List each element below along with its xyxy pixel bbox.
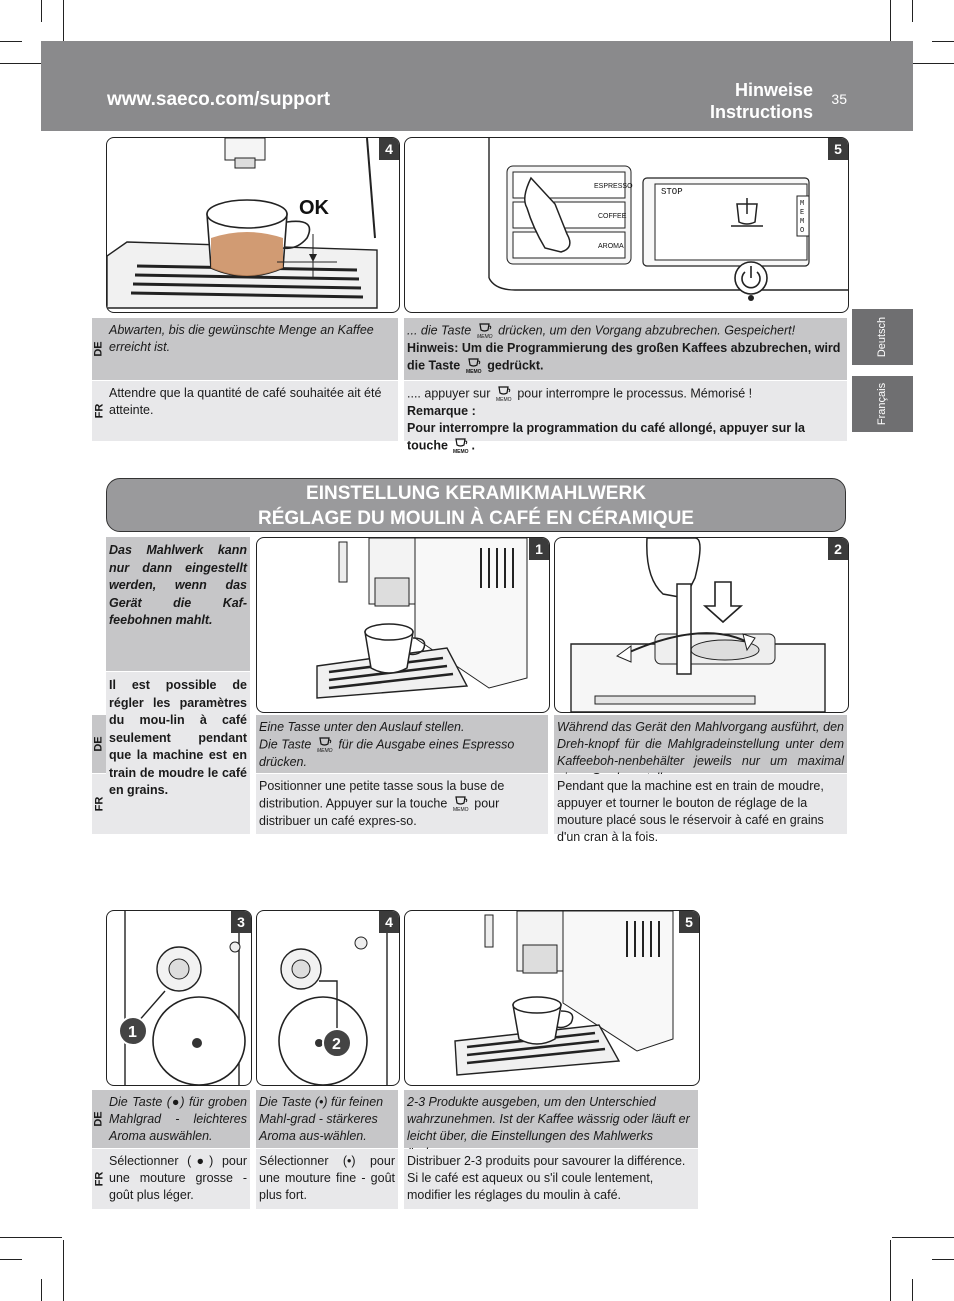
sidetab-francais: Français (852, 376, 913, 432)
lang-label-de: DE (92, 318, 106, 380)
step3-de-text: Die Taste (●) für groben Mahlgrad - leic… (106, 1090, 250, 1148)
step5-de-text: 2-3 Produkte ausgeben, um den Unterschie… (404, 1090, 698, 1160)
memo-cup-icon: MEMO (466, 358, 482, 375)
crop-mark (0, 41, 22, 42)
memo-cup-icon: MEMO (477, 323, 493, 340)
svg-text:MEMO: MEMO (317, 748, 333, 754)
section-title: EINSTELLUNG KERAMIKMAHLWERK RÉGLAGE DU M… (106, 478, 846, 532)
figure-number: 3 (231, 911, 251, 933)
memo-cup-icon: MEMO (496, 386, 512, 403)
step4-de-text: Die Taste (•) für feinen Mahl-grad - stä… (256, 1090, 398, 1148)
crop-mark (932, 41, 954, 42)
crop-mark (890, 0, 891, 62)
crop-mark (41, 1279, 42, 1301)
figure-1-place-cup: 1 (256, 537, 550, 713)
crop-mark (63, 0, 64, 62)
crop-mark (41, 0, 42, 22)
svg-text:MEMO: MEMO (453, 807, 469, 813)
memo-cup-icon: MEMO (317, 737, 333, 754)
panel-button-espresso: ESPRESSO (594, 183, 633, 190)
top-right-fr-text: .... appuyer sur MEMO pour interrompre l… (404, 381, 847, 455)
sidetab-deutsch: Deutsch (852, 309, 913, 365)
top-left-de-text: Abwarten, bis die gewünschte Menge an Ka… (106, 318, 398, 380)
section-title-de: EINSTELLUNG KERAMIKMAHLWERK (306, 483, 646, 504)
page-header: www.saeco.com/support Hinweise Instructi… (41, 41, 913, 131)
section-title-fr: RÉGLAGE DU MOULIN À CAFÉ EN CÉRAMIQUE (258, 508, 694, 529)
lang-label-fr: FR (92, 381, 106, 441)
title-de: Hinweise (734, 80, 813, 100)
svg-text:E: E (800, 209, 804, 217)
step1-fr-text: Positionner une petite tasse sous la bus… (256, 774, 548, 834)
figure-number: 4 (379, 911, 399, 933)
memo-cup-icon: MEMO (453, 796, 469, 813)
position-badge: 1 (128, 1024, 137, 1041)
step3-fr-text: Sélectionner (●) pour une mouture grosse… (106, 1149, 250, 1209)
step2-de-text: Während das Gerät den Mahlvorgang ausfüh… (554, 715, 847, 785)
svg-text:MEMO: MEMO (477, 334, 493, 340)
sidetab-label-deutsch: Deutsch (876, 316, 889, 358)
figure-3-coarse-grind: 1 3 (106, 910, 252, 1086)
figure-number: 5 (679, 911, 699, 933)
lang-label-fr: FR (92, 1149, 106, 1209)
ok-label: OK (299, 197, 330, 219)
support-url[interactable]: www.saeco.com/support (107, 89, 331, 110)
figure-number: 4 (379, 138, 399, 160)
crop-mark (63, 1240, 64, 1301)
crop-mark (892, 63, 954, 64)
intro-de: Das Mahlwerk kann nur dann eingestellt w… (106, 537, 250, 671)
crop-mark (912, 0, 913, 22)
top-right-de-text: ... die Taste MEMO drücken, um den Vorga… (404, 318, 847, 380)
step2-fr-text: Pendant que la machine est en train de m… (554, 774, 847, 844)
step1-de-text: Eine Tasse unter den Auslauf stellen. Di… (256, 715, 548, 773)
lang-label-de: DE (92, 715, 106, 773)
svg-text:MEMO: MEMO (496, 397, 512, 403)
lang-label-de: DE (92, 1090, 106, 1148)
panel-button-coffee: COFFEE (598, 213, 627, 220)
position-badge: 2 (332, 1036, 341, 1053)
title-fr: Instructions (709, 102, 813, 122)
svg-text:M: M (800, 218, 804, 226)
page-title: Hinweise Instructions (710, 79, 813, 123)
sidetab-label-francais: Français (876, 382, 889, 426)
step5-fr-text: Distribuer 2-3 produits pour savourer la… (404, 1149, 698, 1209)
crop-mark (932, 1259, 954, 1260)
lang-label-fr: FR (92, 774, 106, 834)
step4-fr-text: Sélectionner (•) pour une mouture fine -… (256, 1149, 398, 1209)
intro-fr: Il est possible de régler les paramètres… (106, 672, 250, 834)
figure-number: 1 (529, 538, 549, 560)
figure-2-turn-knob: 2 (554, 537, 849, 713)
figure-4-cup-filling: OK 4 (106, 137, 400, 313)
figure-4-fine-grind: 2 4 (256, 910, 400, 1086)
top-left-fr-text: Attendre que la quantité de café souhait… (106, 381, 398, 441)
svg-text:MEMO: MEMO (453, 449, 469, 455)
crop-mark (890, 1240, 891, 1301)
memo-cup-icon: MEMO (453, 438, 469, 455)
svg-text:MEMO: MEMO (466, 369, 482, 375)
figure-5-dispense: 5 (404, 910, 700, 1086)
crop-mark (892, 1237, 954, 1238)
crop-mark (0, 1237, 62, 1238)
svg-text:M: M (800, 200, 804, 208)
panel-button-aroma: AROMA (598, 243, 624, 250)
svg-text:O: O (800, 227, 804, 235)
display-stop: STOP (661, 187, 683, 197)
crop-mark (0, 63, 62, 64)
crop-mark (912, 1279, 913, 1301)
figure-5-memo-button: ESPRESSO COFFEE AROMA STOP M E M O 5 (404, 137, 849, 313)
crop-mark (0, 1259, 22, 1260)
page-number: 35 (831, 91, 847, 107)
figure-number: 5 (828, 138, 848, 160)
figure-number: 2 (828, 538, 848, 560)
